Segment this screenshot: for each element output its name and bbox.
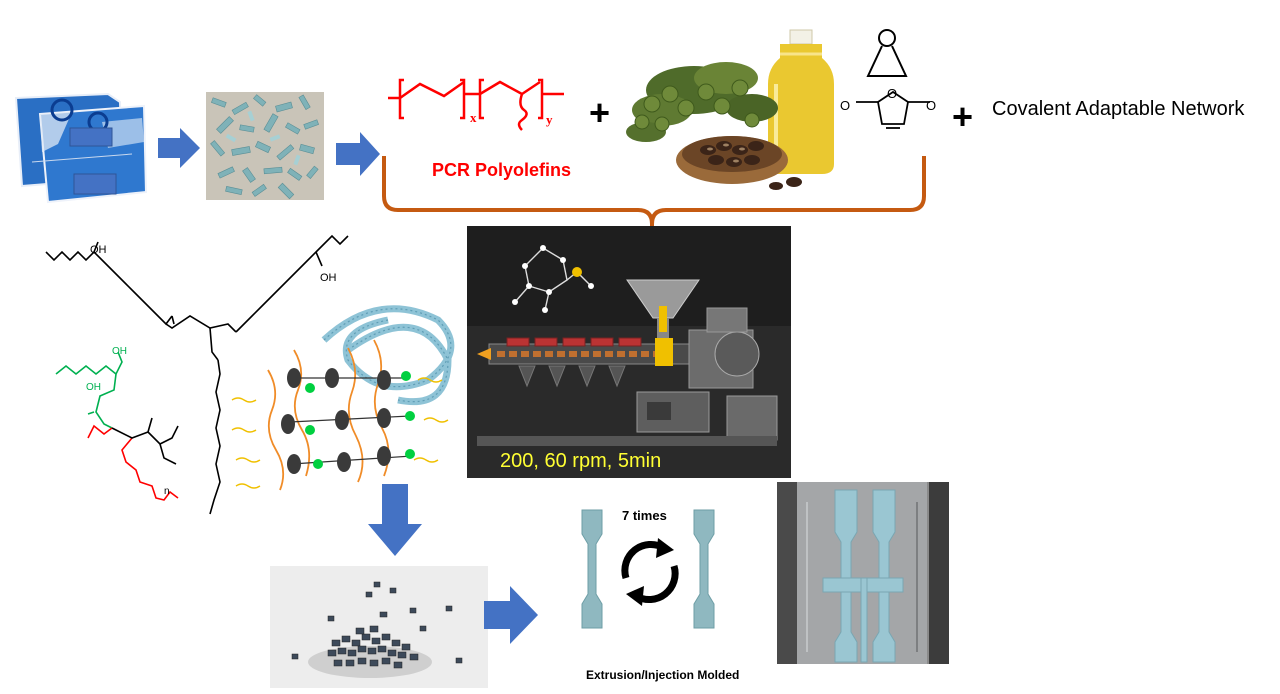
triglyceride-structure: [40, 232, 380, 522]
oh-label-4: OH: [86, 382, 101, 393]
subscript-x: x: [470, 110, 477, 125]
arrow-right-3: [484, 586, 538, 644]
network-diagram: [228, 300, 468, 500]
milk-bags-photo: [12, 92, 148, 204]
process-conditions-label: 200, 60 rpm, 5min: [500, 450, 662, 472]
plastic-flakes-photo: [206, 92, 324, 200]
specimen-right: [692, 508, 716, 630]
maleic-anhydride-structure: [838, 84, 948, 148]
can-fragment-structure: [48, 346, 208, 516]
plus-sign-2: +: [952, 96, 974, 137]
cut-pellets-photo: [270, 566, 488, 688]
n-subscript: n: [164, 486, 170, 497]
arrow-right-1: [158, 128, 200, 168]
plus-sign-1: +: [589, 92, 611, 133]
castor-oil-photo: [622, 24, 836, 192]
cycles-label: 7 times: [622, 508, 667, 523]
anhydride-o-left: O: [840, 98, 851, 113]
extruder-panel: [467, 226, 791, 478]
oh-label-3: OH: [112, 346, 127, 357]
arrow-down: [368, 484, 422, 556]
oh-label-2: OH: [320, 272, 337, 284]
extrusion-injection-label: Extrusion/Injection Molded: [586, 668, 740, 682]
arrow-right-2: [336, 132, 380, 176]
recycle-loop-icon: [612, 534, 688, 610]
anhydride-o-right: O: [926, 98, 937, 113]
epoxide-structure: [862, 26, 912, 82]
subscript-y: y: [546, 112, 553, 127]
pcr-polyolefins-label: PCR Polyolefins: [432, 160, 572, 180]
anhydride-o-ring: O: [887, 86, 898, 101]
covalent-adaptable-network-label: Covalent Adaptable Network: [992, 98, 1245, 120]
polyolefin-structure: [388, 74, 568, 134]
oh-label-1: OH: [90, 244, 107, 256]
specimen-left: [580, 508, 604, 630]
combine-bracket: [376, 150, 932, 270]
injection-mold-photo: [777, 482, 949, 664]
